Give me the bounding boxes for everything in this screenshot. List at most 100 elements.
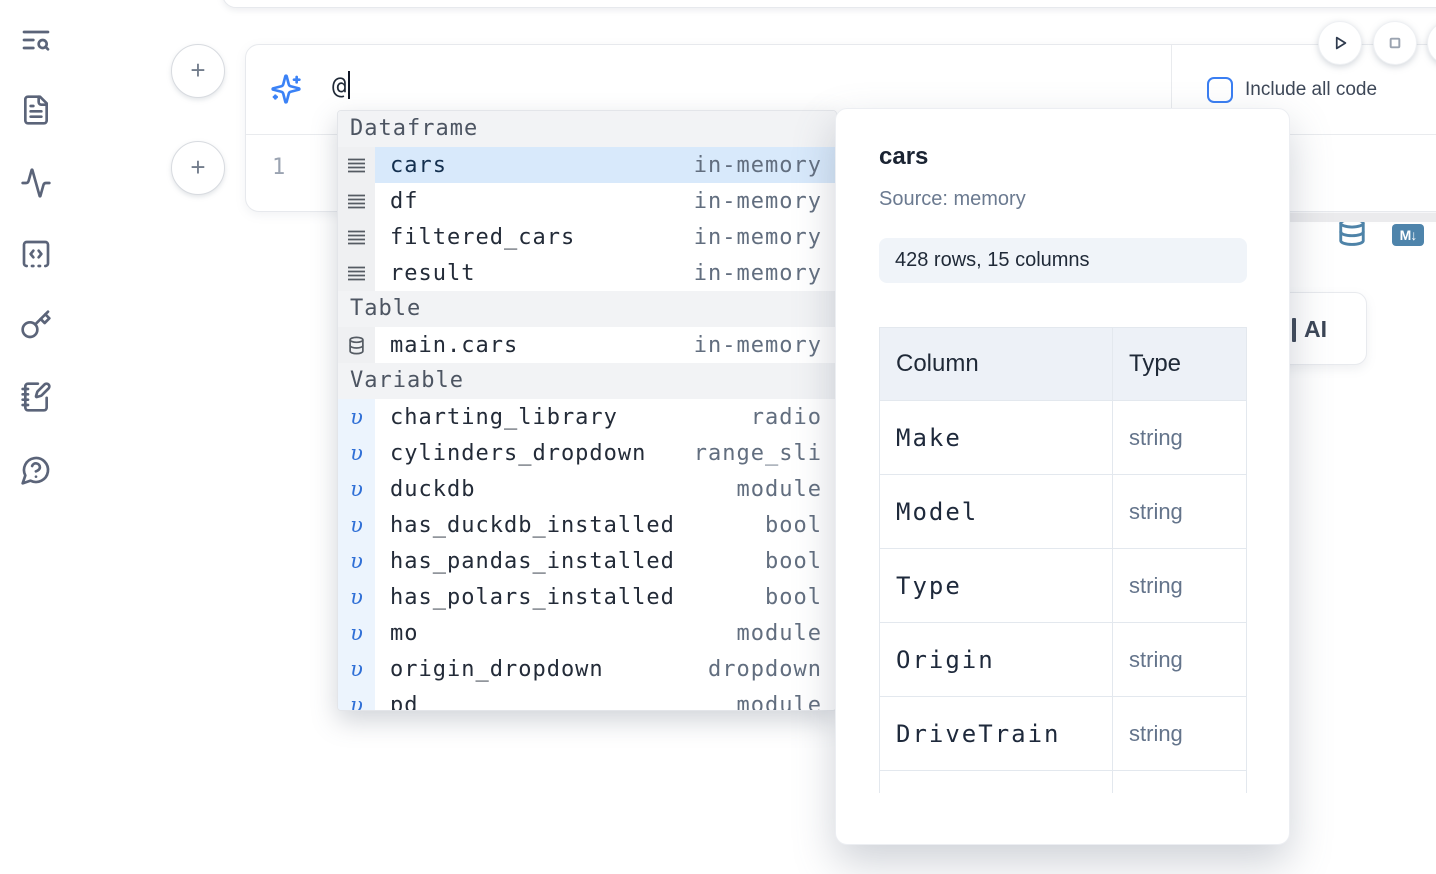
ai-prompt-input[interactable]: @ [332, 71, 351, 100]
variable-icon: υ [350, 477, 363, 501]
item-gutter: υ [338, 651, 375, 687]
schema-column-name [879, 770, 1113, 793]
autocomplete-item-name: df [390, 188, 419, 214]
variable-icon: υ [350, 693, 363, 711]
autocomplete-item-has_duckdb_installed[interactable]: υ has_duckdb_installed bool [338, 507, 836, 543]
autocomplete-item-name: has_duckdb_installed [390, 512, 675, 538]
autocomplete-item-type: bool [765, 584, 822, 610]
markdown-convert-icon[interactable]: M↓ [1392, 224, 1424, 246]
prompt-divider [1171, 45, 1172, 134]
variable-icon: υ [350, 621, 363, 645]
database-icon [348, 336, 365, 355]
menu-lines-icon [348, 229, 365, 246]
variable-icon: υ [350, 405, 363, 429]
add-cell-button-top[interactable]: + [171, 44, 225, 98]
item-gutter: υ [338, 579, 375, 615]
autocomplete-item-type: radio [750, 404, 822, 430]
variable-icon: υ [350, 513, 363, 537]
autocomplete-item-name: pd [390, 692, 419, 711]
item-gutter: υ [338, 399, 375, 435]
autocomplete-item-type: dropdown [708, 656, 822, 682]
shape-badge: 428 rows, 15 columns [879, 238, 1247, 283]
line-number: 1 [272, 155, 287, 180]
code-snippets-icon[interactable] [20, 238, 52, 270]
autocomplete-item-duckdb[interactable]: υ duckdb module [338, 471, 836, 507]
schema-column-type: string [1112, 622, 1247, 697]
menu-lines-icon [348, 193, 365, 210]
stop-icon [1389, 37, 1401, 49]
autocomplete-item-type: in-memory [693, 332, 822, 358]
autocomplete-item-type: module [736, 476, 822, 502]
schema-column-name: DriveTrain [879, 696, 1113, 771]
cell-output-strip [1290, 213, 1436, 222]
item-gutter: υ [338, 435, 375, 471]
autocomplete-item-name: has_polars_installed [390, 584, 675, 610]
autocomplete-item-charting_library[interactable]: υ charting_library radio [338, 399, 836, 435]
item-gutter [338, 147, 375, 183]
text-cursor [348, 71, 351, 99]
autocomplete-section-header: Table [338, 291, 836, 327]
add-cell-button-bottom[interactable]: + [171, 141, 225, 195]
item-gutter [338, 219, 375, 255]
autocomplete-item-type: bool [765, 512, 822, 538]
item-gutter [338, 255, 375, 291]
autocomplete-item-type: range_sli [693, 440, 822, 466]
run-cell-button[interactable] [1318, 21, 1362, 65]
autocomplete-item-main.cars[interactable]: main.cars in-memory [338, 327, 836, 363]
autocomplete-item-has_polars_installed[interactable]: υ has_polars_installed bool [338, 579, 836, 615]
autocomplete-item-result[interactable]: result in-memory [338, 255, 836, 291]
file-text-icon[interactable] [20, 94, 52, 126]
help-chat-icon[interactable] [20, 454, 52, 486]
stop-cell-button[interactable] [1373, 21, 1417, 65]
autocomplete-item-name: charting_library [390, 404, 618, 430]
schema-row [879, 770, 1247, 793]
clipped-letter [1292, 318, 1296, 342]
preview-source: Source: memory [879, 188, 1026, 210]
autocomplete-item-type: in-memory [693, 152, 822, 178]
autocomplete-item-name: cylinders_dropdown [390, 440, 647, 466]
item-gutter: υ [338, 507, 375, 543]
autocomplete-item-type: in-memory [693, 260, 822, 286]
autocomplete-item-cylinders_dropdown[interactable]: υ cylinders_dropdown range_sli [338, 435, 836, 471]
autocomplete-item-name: origin_dropdown [390, 656, 604, 682]
variable-icon: υ [350, 585, 363, 609]
schema-column-type: string [1112, 696, 1247, 771]
activity-sidebar [0, 0, 72, 874]
autocomplete-item-name: has_pandas_installed [390, 548, 675, 574]
key-icon[interactable] [20, 309, 52, 341]
autocomplete-item-type: module [736, 692, 822, 711]
autocomplete-item-type: module [736, 620, 822, 646]
autocomplete-item-name: result [390, 260, 476, 286]
autocomplete-item-pd[interactable]: υ pd module [338, 687, 836, 711]
activity-icon[interactable] [20, 167, 52, 199]
autocomplete-section-header: Dataframe [338, 111, 836, 147]
autocomplete-item-name: duckdb [390, 476, 476, 502]
previous-cell-edge [222, 0, 1436, 8]
text-search-icon[interactable] [20, 24, 52, 56]
autocomplete-item-type: in-memory [693, 188, 822, 214]
schema-column-name: Make [879, 400, 1113, 475]
autocomplete-item-df[interactable]: df in-memory [338, 183, 836, 219]
preview-title: cars [879, 143, 929, 170]
item-gutter: υ [338, 615, 375, 651]
notebook-pen-icon[interactable] [20, 381, 52, 413]
include-all-code-checkbox[interactable] [1207, 77, 1233, 103]
autocomplete-item-name: main.cars [390, 332, 519, 358]
play-icon [1335, 36, 1347, 50]
item-gutter: υ [338, 471, 375, 507]
code-editor-row[interactable]: 1 M↓ [246, 135, 1436, 246]
menu-lines-icon [348, 265, 365, 282]
include-all-code-label: Include all code [1245, 79, 1378, 100]
autocomplete-item-origin_dropdown[interactable]: υ origin_dropdown dropdown [338, 651, 836, 687]
